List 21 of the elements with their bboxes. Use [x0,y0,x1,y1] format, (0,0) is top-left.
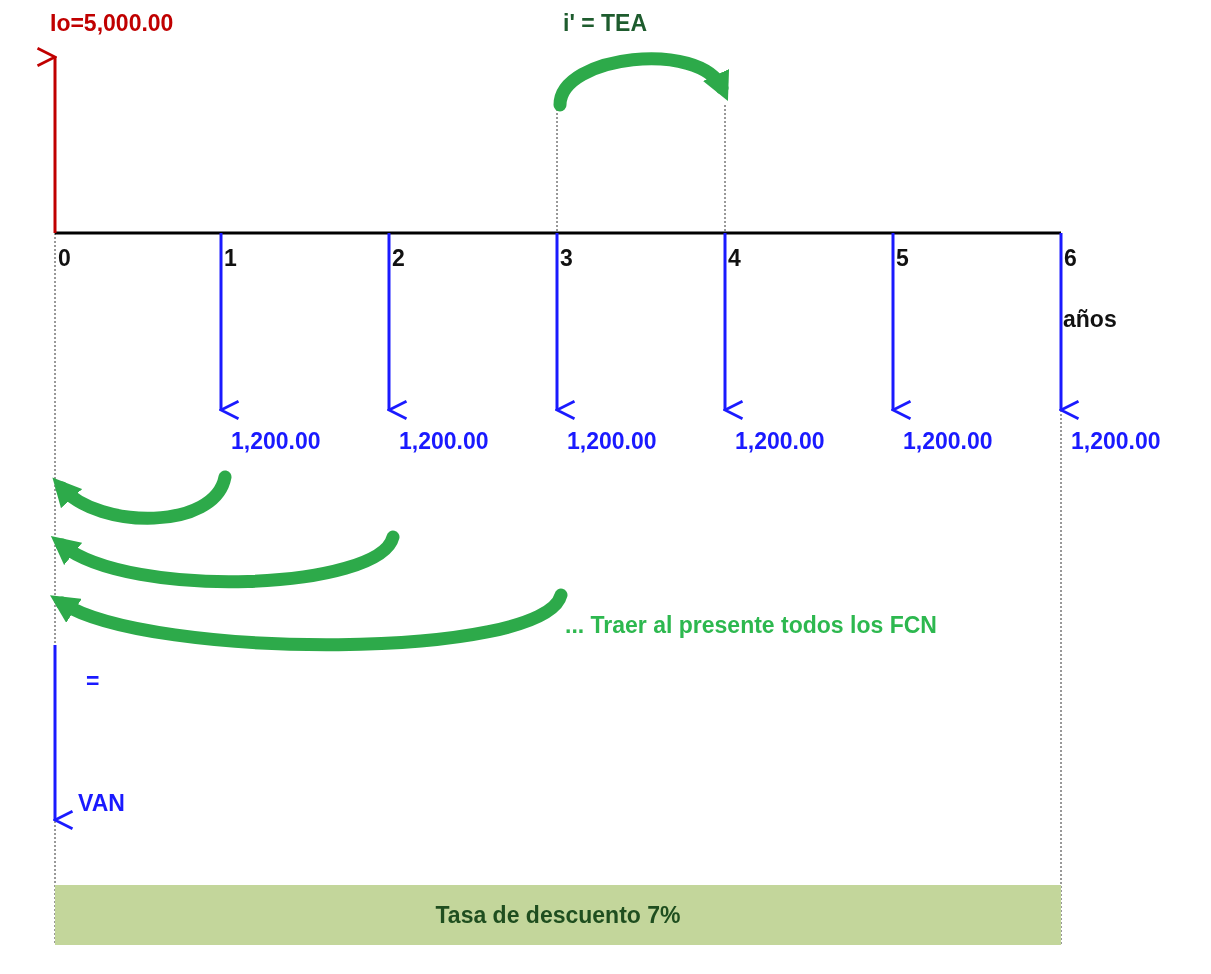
period-label: 3 [560,245,573,273]
amount-label: 1,200.00 [567,428,657,456]
band-text: Tasa de descuento 7% [435,901,681,929]
note-text: ... Traer al presente todos los FCN [565,612,937,640]
amount-label: 1,200.00 [735,428,825,456]
rate-band [55,885,1061,945]
symbol-label: = [86,668,100,696]
amount-label: 1,200.00 [399,428,489,456]
rate-label: i' = TEA [563,10,648,38]
amount-label: Io=5,000.00 [50,10,174,38]
period-label: 1 [224,245,237,273]
amount-label: 1,200.00 [903,428,993,456]
unit-label: años [1063,306,1117,334]
period-label: 6 [1064,245,1077,273]
period-label: 4 [728,245,741,273]
amount-label: 1,200.00 [231,428,321,456]
result-label: VAN [78,790,125,818]
period-label: 0 [58,245,71,273]
amount-label: 1,200.00 [1071,428,1161,456]
period-label: 5 [896,245,909,273]
period-label: 2 [392,245,405,273]
